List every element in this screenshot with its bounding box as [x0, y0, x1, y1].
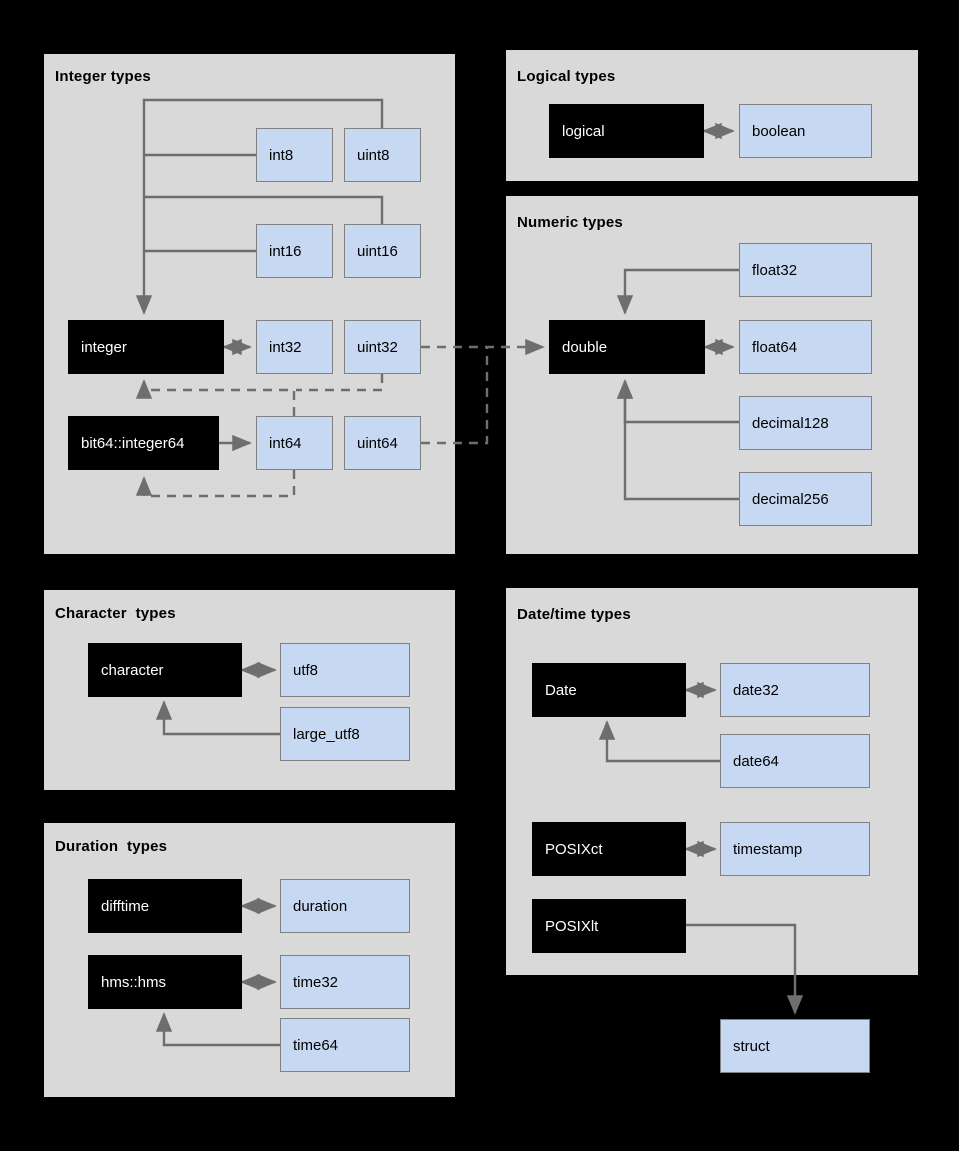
node-label-date32: date32 [733, 681, 779, 699]
node-time64[interactable]: time64 [280, 1018, 410, 1072]
node-label-utf8: utf8 [293, 661, 319, 679]
node-int8[interactable]: int8 [256, 128, 333, 182]
node-uint16[interactable]: uint16 [344, 224, 421, 278]
node-label-int64: int64 [269, 434, 302, 452]
node-character[interactable]: character [88, 643, 242, 697]
node-label-int32: int32 [269, 338, 302, 356]
node-label-float32: float32 [752, 261, 798, 279]
node-decimal128[interactable]: decimal128 [739, 396, 872, 450]
node-integer[interactable]: integer [68, 320, 224, 374]
node-date32[interactable]: date32 [720, 663, 870, 717]
node-int16[interactable]: int16 [256, 224, 333, 278]
node-label-uint8: uint8 [357, 146, 390, 164]
node-uint32[interactable]: uint32 [344, 320, 421, 374]
node-label-float64: float64 [752, 338, 798, 356]
node-label-posixlt: POSIXlt [545, 917, 599, 935]
node-utf8[interactable]: utf8 [280, 643, 410, 697]
node-logical[interactable]: logical [549, 104, 704, 158]
panel-title-numeric-types: Numeric types [517, 214, 623, 231]
node-date64[interactable]: date64 [720, 734, 870, 788]
node-timestamp[interactable]: timestamp [720, 822, 870, 876]
node-label-timestamp: timestamp [733, 840, 803, 858]
node-label-difftime: difftime [101, 897, 150, 915]
node-label-time32: time32 [293, 973, 339, 991]
node-date[interactable]: Date [532, 663, 686, 717]
node-label-time64: time64 [293, 1036, 339, 1054]
panel-title-logical-types: Logical types [517, 68, 616, 85]
panel-title-datetime-types: Date/time types [517, 606, 631, 623]
panel-title-character-types: Character types [55, 605, 176, 622]
node-label-double: double [562, 338, 608, 356]
node-label-duration: duration [293, 897, 348, 915]
node-decimal256[interactable]: decimal256 [739, 472, 872, 526]
node-label-character: character [101, 661, 164, 679]
node-float64[interactable]: float64 [739, 320, 872, 374]
node-large-utf8[interactable]: large_utf8 [280, 707, 410, 761]
node-bit64-integer64[interactable]: bit64::integer64 [68, 416, 219, 470]
node-label-uint16: uint16 [357, 242, 398, 260]
node-time32[interactable]: time32 [280, 955, 410, 1009]
node-label-decimal256: decimal256 [752, 490, 829, 508]
node-label-date64: date64 [733, 752, 779, 770]
node-label-struct: struct [733, 1037, 770, 1055]
node-posixlt[interactable]: POSIXlt [532, 899, 686, 953]
node-struct[interactable]: struct [720, 1019, 870, 1073]
node-label-uint64: uint64 [357, 434, 398, 452]
node-label-int8: int8 [269, 146, 294, 164]
node-label-bit64-integer64: bit64::integer64 [81, 434, 185, 452]
node-label-large-utf8: large_utf8 [293, 725, 360, 743]
node-label-uint32: uint32 [357, 338, 398, 356]
node-uint8[interactable]: uint8 [344, 128, 421, 182]
node-duration[interactable]: duration [280, 879, 410, 933]
node-label-decimal128: decimal128 [752, 414, 829, 432]
node-label-int16: int16 [269, 242, 302, 260]
node-double[interactable]: double [549, 320, 705, 374]
node-hms-hms[interactable]: hms::hms [88, 955, 242, 1009]
node-label-date: Date [545, 681, 577, 699]
node-int64[interactable]: int64 [256, 416, 333, 470]
node-difftime[interactable]: difftime [88, 879, 242, 933]
panel-title-integer-types: Integer types [55, 68, 151, 85]
node-label-logical: logical [562, 122, 605, 140]
node-boolean[interactable]: boolean [739, 104, 872, 158]
node-label-hms-hms: hms::hms [101, 973, 167, 991]
node-int32[interactable]: int32 [256, 320, 333, 374]
panel-title-duration-types: Duration types [55, 838, 168, 855]
node-posixct[interactable]: POSIXct [532, 822, 686, 876]
node-label-boolean: boolean [752, 122, 806, 140]
node-float32[interactable]: float32 [739, 243, 872, 297]
node-label-integer: integer [81, 338, 127, 356]
node-uint64[interactable]: uint64 [344, 416, 421, 470]
node-label-posixct: POSIXct [545, 840, 603, 858]
